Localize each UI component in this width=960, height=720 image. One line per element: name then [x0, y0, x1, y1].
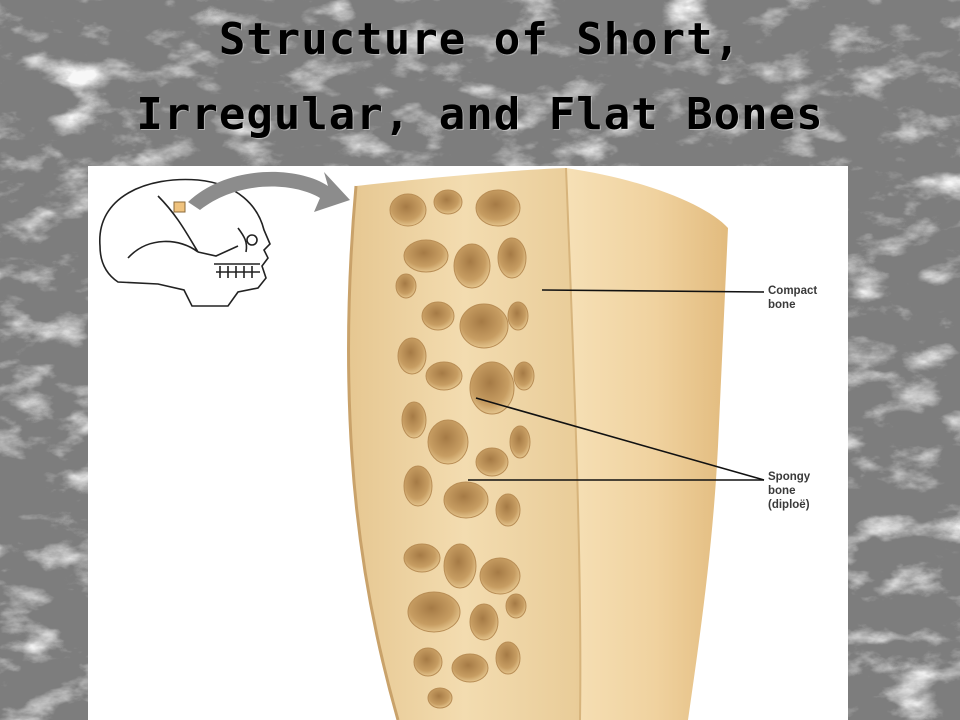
- spongy-bone-label: Spongy bone (diploë): [768, 470, 810, 512]
- diagram-panel: Compact bone Spongy bone (diploë): [88, 166, 848, 720]
- skull-sample-marker: [173, 201, 186, 213]
- bone-diagram: [99, 167, 765, 720]
- spongy-bone-label-line-2: bone: [768, 485, 796, 497]
- compact-bone-label: Compact bone: [768, 284, 817, 312]
- skull-illustration: [99, 178, 271, 307]
- spongy-bone-cavities: [389, 189, 535, 709]
- pointer-arrow: [188, 171, 350, 212]
- title-line-2: Irregular, and Flat Bones: [136, 89, 824, 140]
- compact-bone-leader-line: [541, 289, 765, 293]
- compact-bone-label-line-2: bone: [768, 299, 796, 311]
- spongy-bone-label-line-3: (diploë): [768, 499, 810, 511]
- spongy-bone-leader-line-1: [475, 397, 765, 481]
- title-line-1: Structure of Short,: [218, 14, 742, 65]
- spongy-bone-label-line-1: Spongy: [768, 471, 811, 483]
- bone-outer-surface: [566, 168, 728, 720]
- compact-bone-label-line-1: Compact: [768, 285, 818, 297]
